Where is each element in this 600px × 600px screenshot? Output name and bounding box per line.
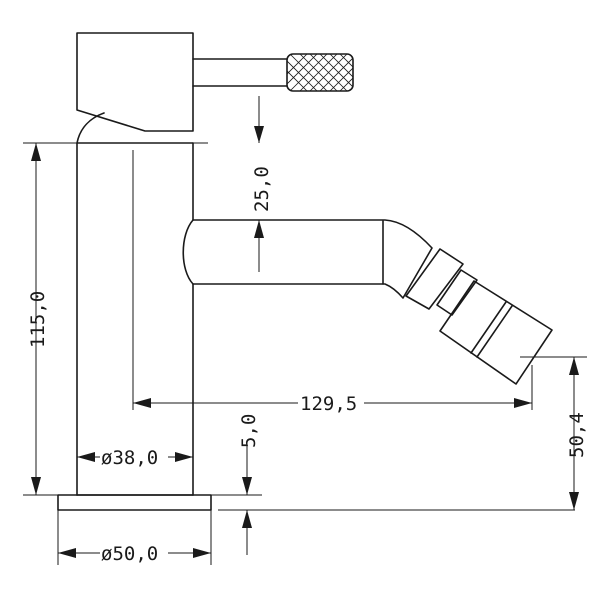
base-plate: [57, 494, 212, 511]
dimension-spout-reach: 129,5: [132, 150, 533, 415]
dimension-label-129: 129,5: [300, 393, 357, 415]
dimension-label-115: 115,0: [27, 291, 49, 348]
knurled-grip: [286, 53, 354, 92]
dimension-label-25: 25,0: [251, 166, 273, 212]
spout: [182, 219, 553, 385]
dimension-label-50-4: 50,4: [566, 412, 588, 458]
dimension-outlet-height: 50,4: [520, 356, 588, 510]
tap-body: [76, 142, 208, 496]
dimension-label-5: 5,0: [238, 414, 260, 448]
dimension-base-diameter: ø50,0: [57, 510, 212, 565]
dimension-body-height: 115,0: [23, 142, 77, 496]
aerator-nozzle: [439, 280, 553, 385]
dimension-label-50: ø50,0: [101, 543, 158, 565]
handle-lever: [76, 32, 354, 144]
dimension-base-thickness: 5,0: [211, 414, 575, 555]
dimension-handle-to-spout: 25,0: [251, 96, 273, 272]
dimension-body-diameter: ø38,0: [77, 446, 193, 469]
dimension-label-38: ø38,0: [101, 447, 158, 469]
